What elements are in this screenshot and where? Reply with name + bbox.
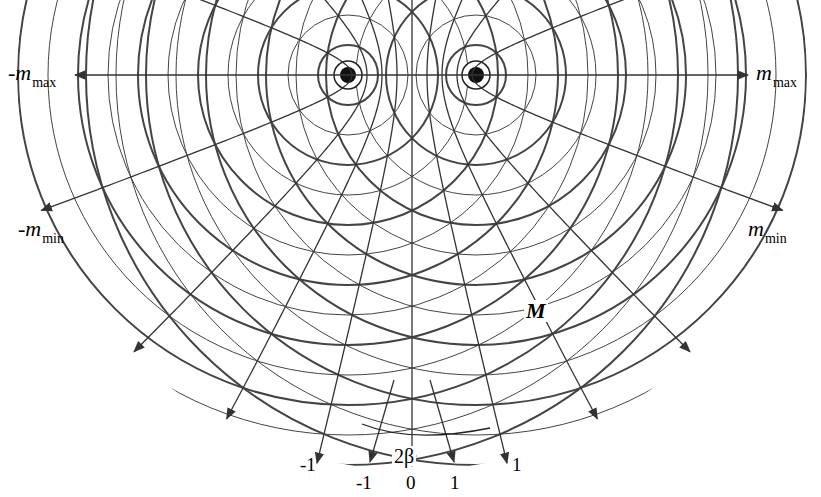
maximum-arrow (227, 366, 255, 419)
point-label: M (524, 300, 548, 322)
wavefront-circle (356, 0, 596, 195)
zero-order-line (411, 0, 412, 466)
order-number: -1 (300, 455, 316, 474)
maximum-hyperbola (184, 0, 352, 75)
first-order-arrow (430, 380, 454, 462)
maximum-arrow (569, 366, 597, 419)
wavefront-circle (198, 0, 498, 225)
first-order-arrow (370, 380, 394, 462)
maximum-hyperbola (472, 0, 640, 75)
maximum-arrow (493, 405, 507, 463)
maximum-hyperbola (442, 0, 465, 75)
wavefront-circle (48, 0, 648, 375)
order-subscript: min (42, 232, 64, 246)
maximum-hyperbola (331, 75, 397, 405)
order-number: 0 (406, 473, 416, 492)
maximum-hyperbola (472, 75, 726, 190)
wavefront-circle (146, 0, 806, 405)
wavefront-circle (296, 0, 656, 255)
wavefronts (0, 0, 821, 465)
angle-arc (362, 424, 490, 435)
maximum-hyperbola (427, 75, 493, 405)
maximum-arrow (134, 309, 176, 352)
maximum-arrow (317, 405, 331, 463)
wavefront-circle (326, 0, 626, 225)
maximum-hyperbola (319, 0, 367, 75)
order-subscript: min (765, 232, 787, 246)
maximum-hyperbola (98, 75, 352, 190)
maximum-arrow (41, 190, 97, 211)
order-number: 1 (512, 455, 522, 474)
wavefront-circle (266, 0, 686, 285)
maximum-hyperbola (387, 0, 397, 75)
wavefront-circle (228, 0, 468, 195)
maximum-hyperbola (442, 75, 569, 366)
order-label: -m (8, 62, 31, 84)
maxima-lines (41, 0, 782, 466)
maximum-hyperbola (255, 75, 382, 366)
order-label: m (748, 218, 764, 240)
maximum-arrow (648, 309, 690, 352)
wavefront-circle (176, 0, 776, 375)
wavefront-circle (86, 0, 821, 465)
wavefront-circle (18, 0, 678, 405)
order-number: 1 (450, 473, 460, 492)
maximum-hyperbola (359, 0, 382, 75)
order-number: -1 (356, 473, 372, 492)
maximum-hyperbola (427, 0, 437, 75)
angle-label: 2β (392, 446, 416, 466)
maximum-hyperbola (457, 75, 648, 309)
wavefront-circle (206, 0, 746, 345)
wavefront-circle (168, 0, 528, 255)
wavefront-circle (0, 0, 738, 465)
wavefront-circle (0, 0, 708, 435)
order-subscript: max (773, 76, 797, 90)
maximum-hyperbola (176, 75, 367, 309)
maximum-hyperbola (457, 0, 505, 75)
order-subscript: max (32, 76, 56, 90)
order-label: m (756, 62, 772, 84)
wavefront-circle (78, 0, 618, 345)
maximum-arrow (726, 190, 782, 211)
order-label: -m (18, 218, 41, 240)
